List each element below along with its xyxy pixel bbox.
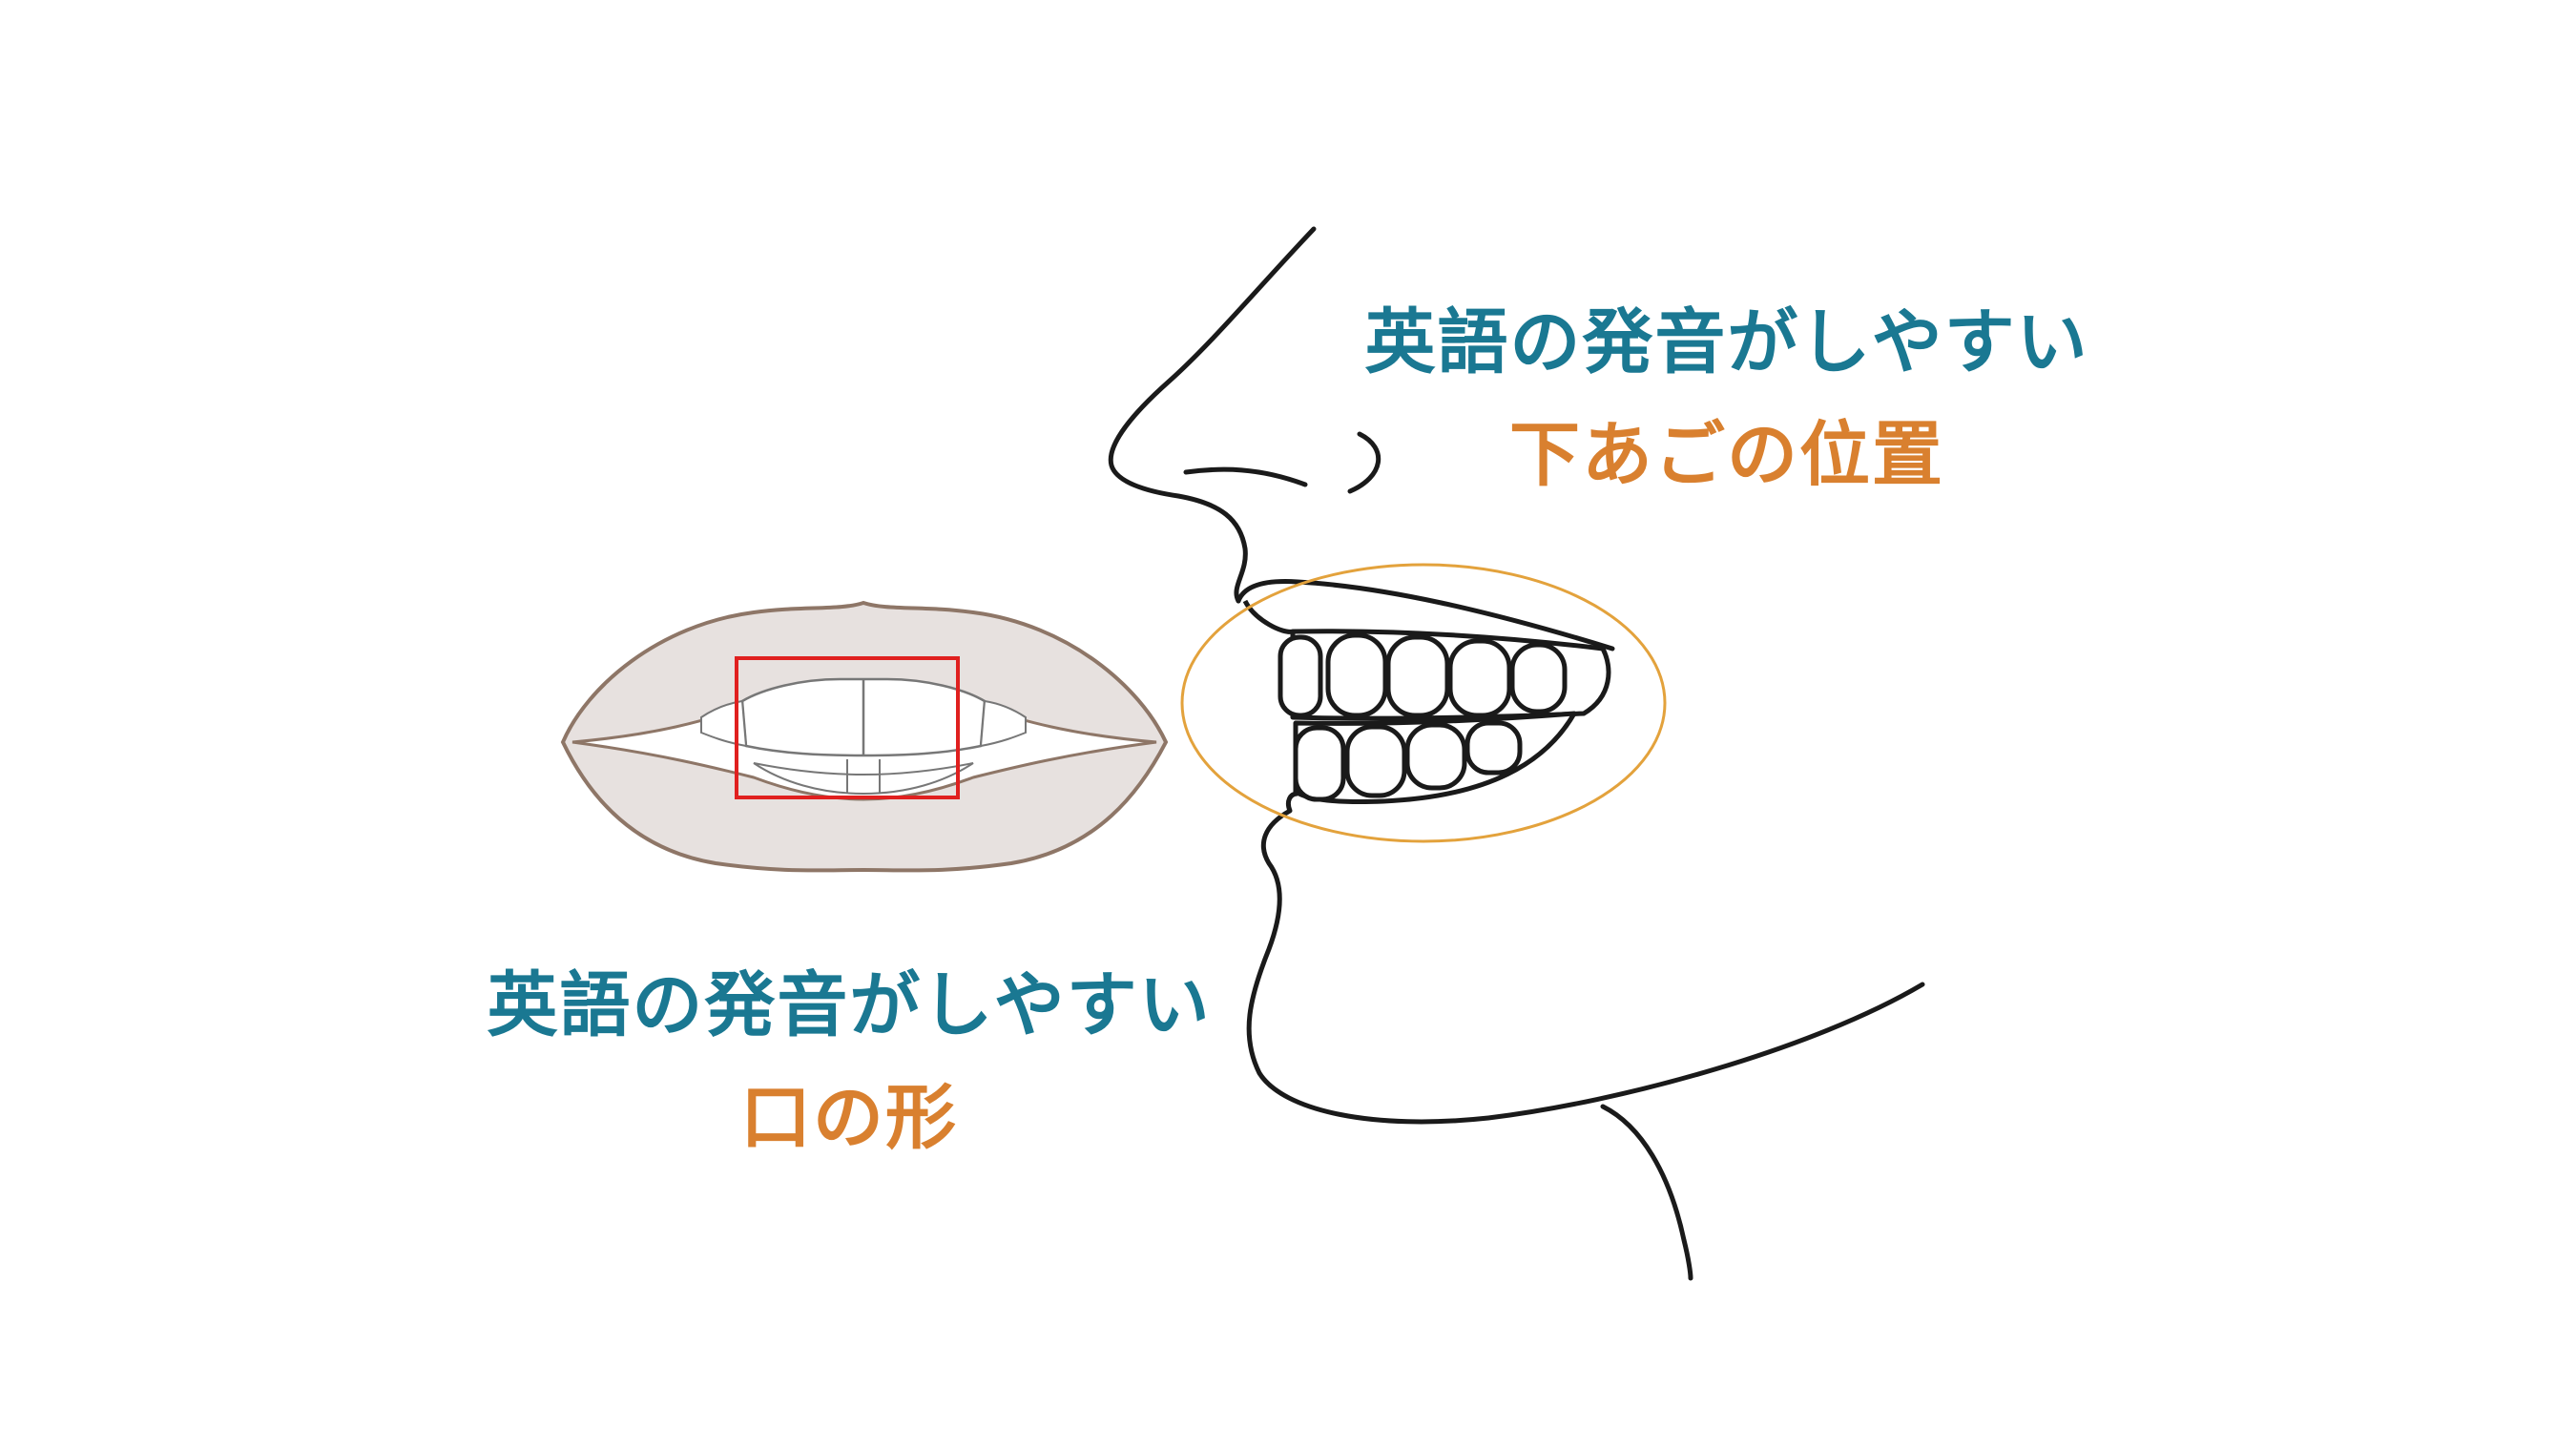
neck-line [1600, 1104, 1693, 1281]
caption-jaw-line2: 下あごの位置 [1509, 414, 1944, 496]
upper-tooth-1 [1278, 634, 1323, 718]
lower-tooth-1 [1293, 725, 1346, 802]
nostril [1183, 466, 1308, 487]
upper-tooth-5 [1509, 642, 1568, 714]
lower-tooth-2 [1344, 724, 1407, 798]
chin-jaw-line [1246, 808, 1925, 1125]
upper-tooth-4 [1447, 638, 1512, 718]
highlight-ellipse [1180, 563, 1667, 843]
caption-mouth-line1: 英語の発音がしやすい [487, 964, 1212, 1046]
caption-jaw-line1: 英語の発音がしやすい [1364, 301, 2089, 383]
upper-lip [1236, 579, 1615, 652]
side-teeth [1242, 599, 1611, 812]
nose-line [1108, 226, 1317, 604]
lower-tooth-4 [1465, 720, 1523, 776]
caption-mouth-line2: 口の形 [740, 1077, 958, 1159]
upper-tooth-3 [1385, 634, 1450, 718]
nose-wing [1347, 431, 1381, 494]
lower-tooth-3 [1404, 722, 1467, 791]
caption-mouth-shape: 英語の発音がしやすい 口の形 [420, 949, 1278, 1174]
upper-lateral-tooth-right [979, 699, 1027, 748]
front-lips-illustration [560, 600, 1169, 873]
caption-jaw-position: 英語の発音がしやすい 下あごの位置 [1298, 286, 2156, 511]
lower-lip-edge [1242, 599, 1298, 812]
upper-tooth-2 [1325, 632, 1388, 718]
lower-incisors [753, 762, 974, 796]
highlight-box [735, 656, 960, 799]
side-profile-illustration [1108, 226, 1925, 1281]
